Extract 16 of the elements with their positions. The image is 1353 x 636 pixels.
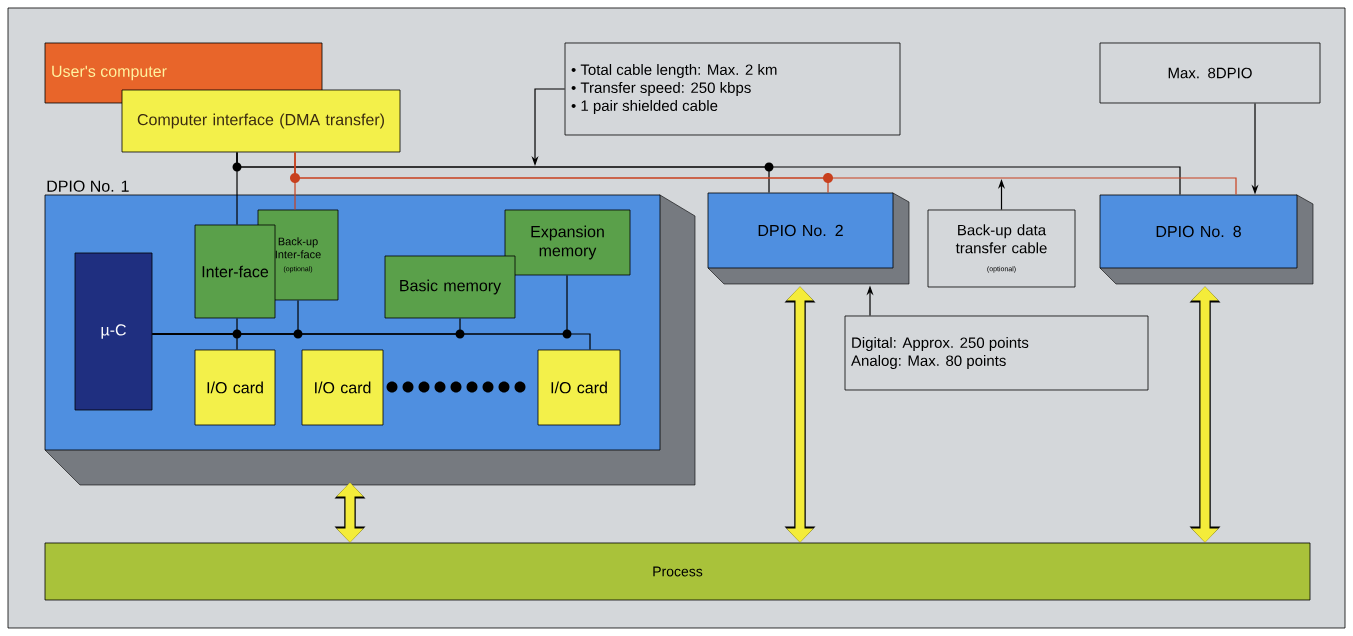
memory-box: Expansion memory [504, 209, 631, 276]
module-box: Inter-face [194, 224, 276, 319]
node-label: DPIO No. 1 [47, 180, 129, 192]
note-box: Digital: Approx. 250 points Analog: Max. 80 points [844, 315, 1149, 391]
dpio-box: DPIO No. 8 [1099, 194, 1314, 285]
processor-box: µ-C [74, 252, 153, 411]
process-bar: Process [44, 542, 1311, 601]
connector-line [151, 333, 591, 351]
dpio-box: DPIO No. 2 [707, 192, 910, 285]
note-box: Max. 8DPIO [1099, 42, 1321, 104]
io-card-box: I/O card [301, 349, 384, 426]
memory-box: Basic memory [384, 255, 516, 319]
note-box: • Total cable length: Max. 2 km • Transfer speed: 250 kbps • 1 pair shielded cable [564, 42, 901, 136]
interface-box: Computer interface (DMA transfer) [121, 89, 401, 153]
io-card-box: I/O card [537, 349, 621, 426]
io-card-box: I/O card [194, 349, 276, 426]
